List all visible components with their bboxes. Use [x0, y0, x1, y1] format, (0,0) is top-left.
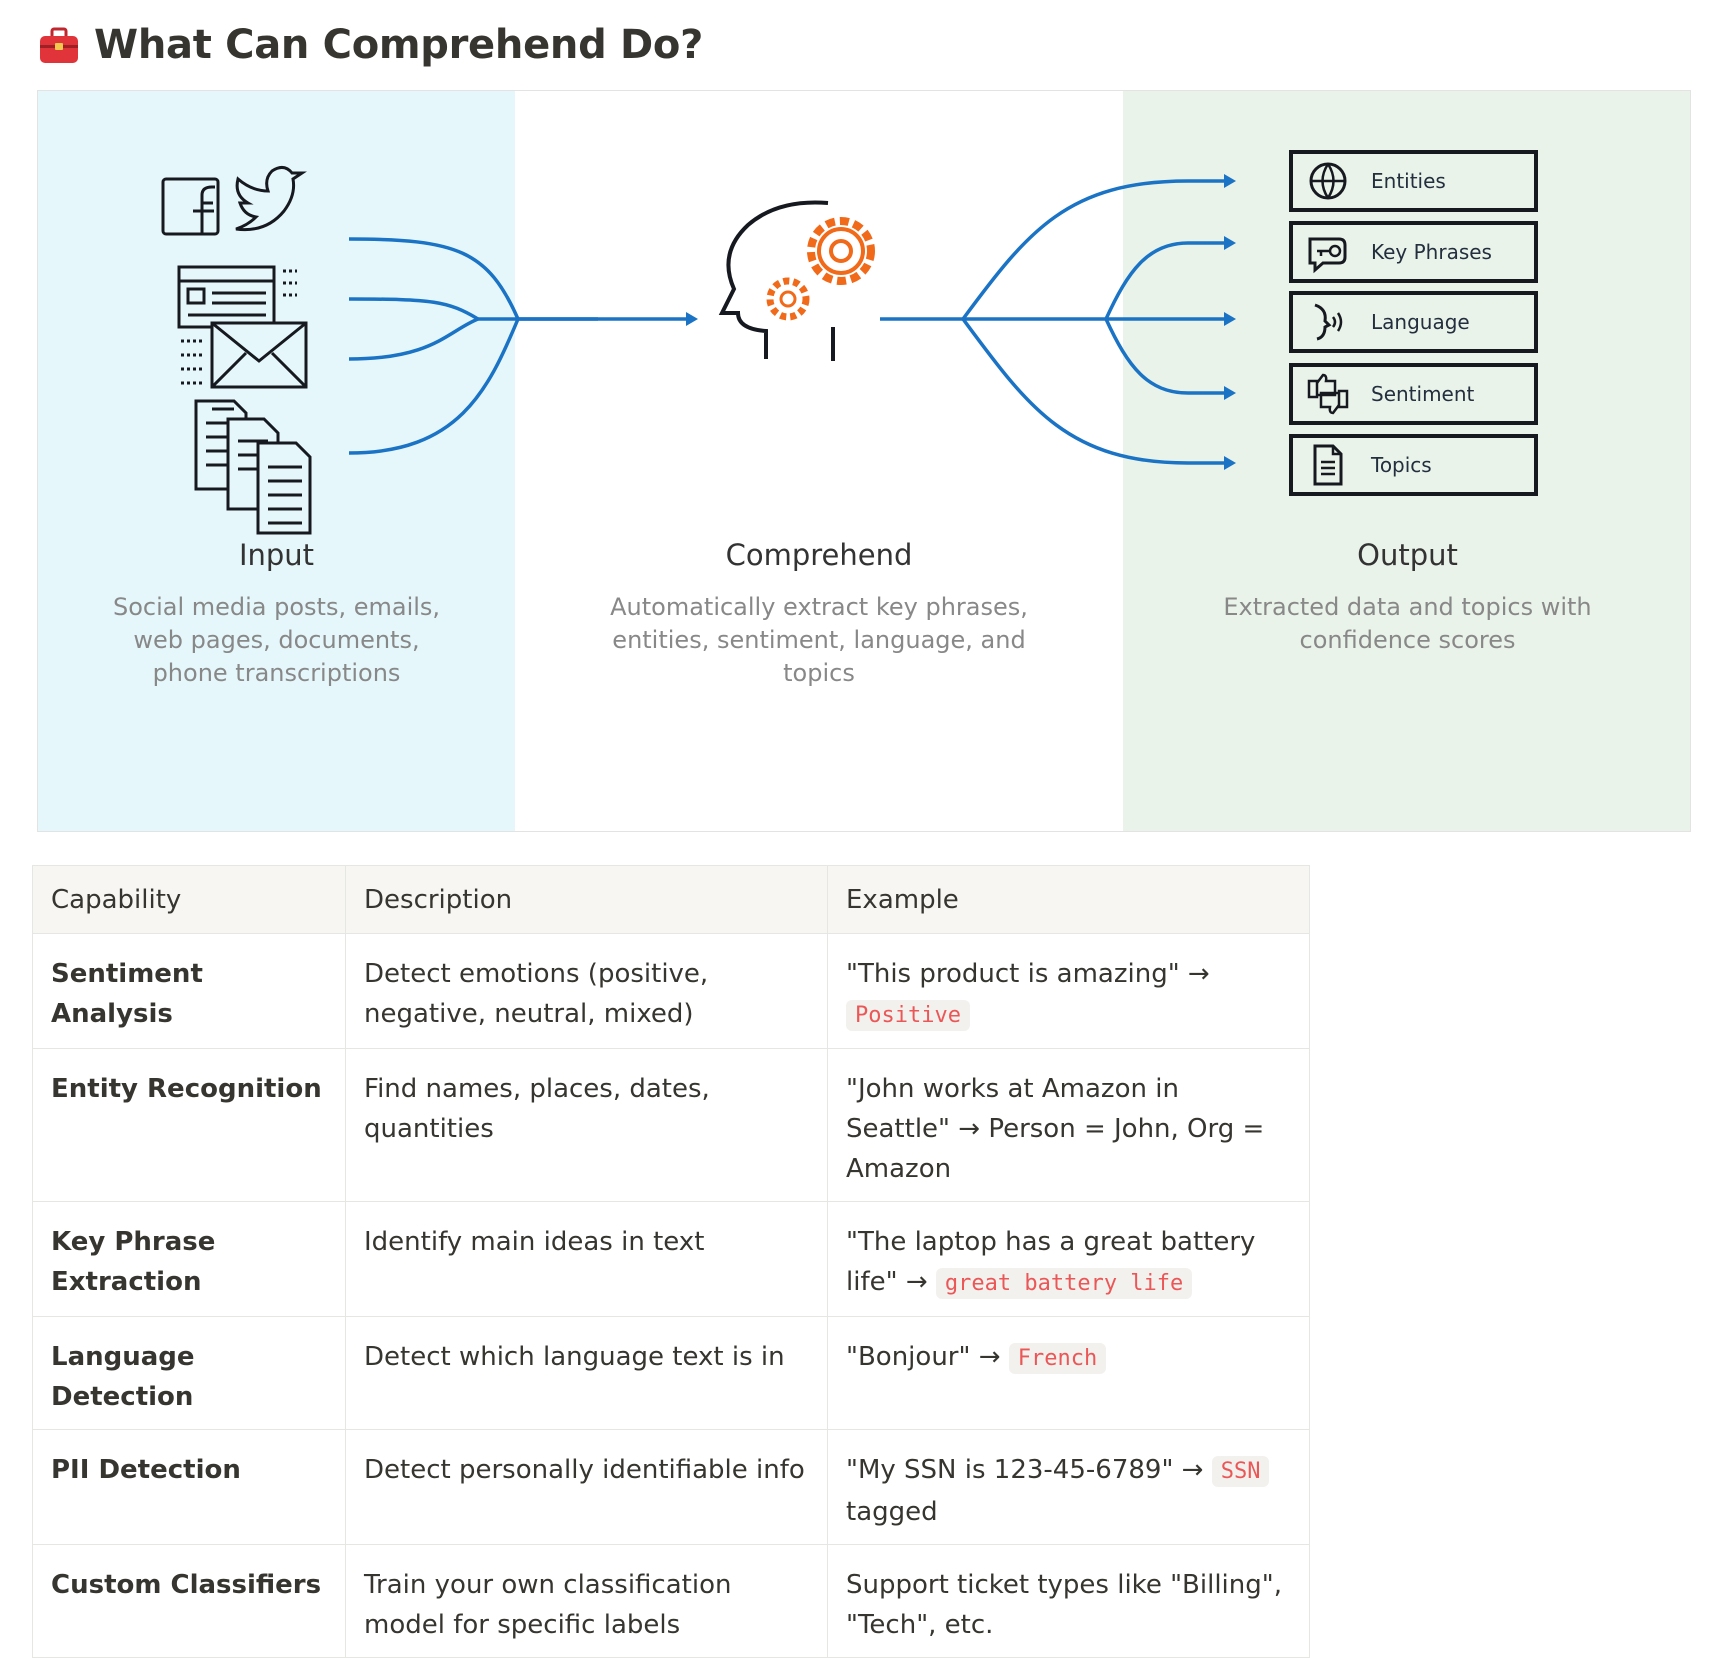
- inline-code: great battery life: [935, 1268, 1193, 1299]
- output-description: Extracted data and topics with confidenc…: [1223, 593, 1592, 654]
- output-item-sentiment: Sentiment: [1289, 363, 1538, 425]
- table-row: PII Detection Detect personally identifi…: [32, 1429, 1310, 1545]
- column-header-capability: Capability: [32, 865, 346, 934]
- description-cell: Train your own classification model for …: [345, 1544, 828, 1658]
- description-cell: Identify main ideas in text: [345, 1201, 828, 1317]
- thumbs-icon: [1307, 373, 1349, 415]
- capability-cell: PII Detection: [32, 1429, 346, 1545]
- description-cell: Detect emotions (positive, negative, neu…: [345, 933, 828, 1049]
- example-cell: "This product is amazing" →Positive: [827, 933, 1310, 1049]
- speech-key-icon: [1308, 237, 1347, 274]
- output-arrow-heads: [1224, 174, 1236, 470]
- capabilities-table: Capability Description Example Sentiment…: [32, 865, 1310, 1658]
- output-panel: [1123, 91, 1690, 831]
- column-header-description: Description: [345, 865, 828, 934]
- capability-cell: Key Phrase Extraction: [32, 1201, 346, 1317]
- example-cell: "My SSN is 123-45-6789" → SSN tagged: [827, 1429, 1310, 1545]
- comprehend-title: Comprehend: [725, 538, 913, 572]
- output-flow-lines: [880, 179, 1228, 465]
- description-cell: Find names, places, dates, quantities: [345, 1048, 828, 1202]
- capability-cell: Sentiment Analysis: [32, 933, 346, 1049]
- table-row: Language Detection Detect which language…: [32, 1316, 1310, 1430]
- inline-code: SSN: [1211, 1456, 1270, 1487]
- output-item-entities: Entities: [1289, 150, 1538, 212]
- input-flow-lines: [348, 237, 688, 455]
- facebook-icon: [161, 177, 220, 236]
- output-item-key-phrases: Key Phrases: [1289, 221, 1538, 283]
- inline-code: Positive: [846, 1000, 970, 1031]
- table-row: Key Phrase Extraction Identify main idea…: [32, 1201, 1310, 1317]
- comprehend-diagram: Entities Key Phrases Language Sentiment …: [37, 90, 1691, 832]
- example-cell: "Bonjour" → French: [827, 1316, 1310, 1430]
- document-icon: [1313, 444, 1343, 486]
- input-description: Social media posts, emails, web pages, d…: [112, 593, 441, 687]
- input-arrow-head: [686, 312, 698, 326]
- webpage-icon: [177, 265, 297, 329]
- inline-code: French: [1008, 1343, 1107, 1374]
- example-cell: "The laptop has a great battery life" → …: [827, 1201, 1310, 1317]
- input-title: Input: [238, 538, 315, 572]
- comprehend-description: Automatically extract key phrases, entit…: [610, 593, 1028, 687]
- table-row: Custom Classifiers Train your own classi…: [32, 1544, 1310, 1658]
- column-header-example: Example: [827, 865, 1310, 934]
- speaking-head-icon: [1314, 303, 1343, 341]
- capability-cell: Custom Classifiers: [32, 1544, 346, 1658]
- head-gears-icon: [718, 200, 875, 361]
- description-cell: Detect personally identifiable info: [345, 1429, 828, 1545]
- documents-icon: [194, 399, 312, 535]
- comprehend-panel: [515, 91, 1123, 831]
- email-icon: [181, 321, 308, 389]
- capability-cell: Entity Recognition: [32, 1048, 346, 1202]
- table-row: Entity Recognition Find names, places, d…: [32, 1048, 1310, 1202]
- output-title: Output: [1357, 538, 1458, 572]
- page-heading: What Can Comprehend Do?: [38, 14, 703, 76]
- page-title: What Can Comprehend Do?: [94, 22, 704, 68]
- capability-cell: Language Detection: [32, 1316, 346, 1430]
- output-item-language: Language: [1289, 291, 1538, 353]
- example-cell: "John works at Amazon in Seattle" → Pers…: [827, 1048, 1310, 1202]
- table-header-row: Capability Description Example: [32, 865, 1310, 934]
- description-cell: Detect which language text is in: [345, 1316, 828, 1430]
- toolbox-icon: [40, 27, 78, 63]
- output-item-topics: Topics: [1289, 434, 1538, 496]
- table-row: Sentiment Analysis Detect emotions (posi…: [32, 933, 1310, 1049]
- globe-people-icon: [1309, 162, 1347, 200]
- twitter-icon: [235, 166, 307, 232]
- flow-artwork: [161, 166, 1236, 535]
- example-cell: Support ticket types like "Billing", "Te…: [827, 1544, 1310, 1658]
